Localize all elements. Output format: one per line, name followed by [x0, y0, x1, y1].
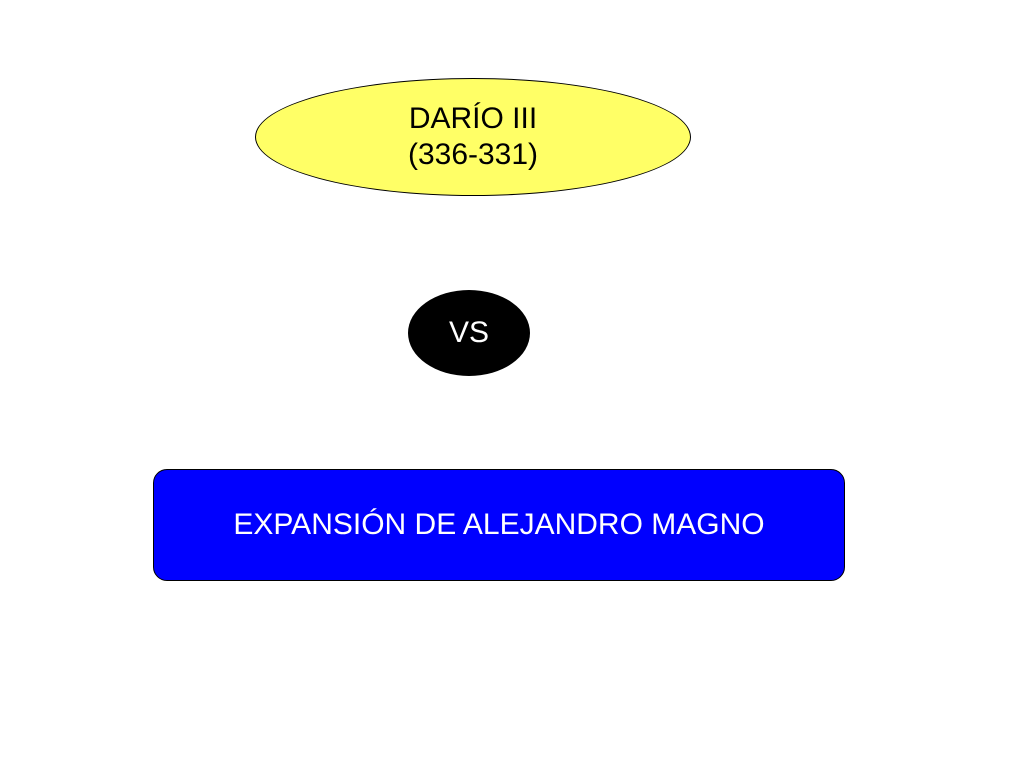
vs-label: VS	[448, 316, 490, 349]
vs-oval: VS	[408, 290, 530, 376]
expansion-label: EXPANSIÓN DE ALEJANDRO MAGNO	[233, 508, 765, 541]
dario-iii-dates: (336-331)	[407, 138, 539, 171]
dario-iii-ellipse: DARÍO III (336-331)	[255, 78, 691, 196]
expansion-box: EXPANSIÓN DE ALEJANDRO MAGNO	[153, 469, 845, 581]
dario-iii-name: DARÍO III	[408, 102, 538, 135]
